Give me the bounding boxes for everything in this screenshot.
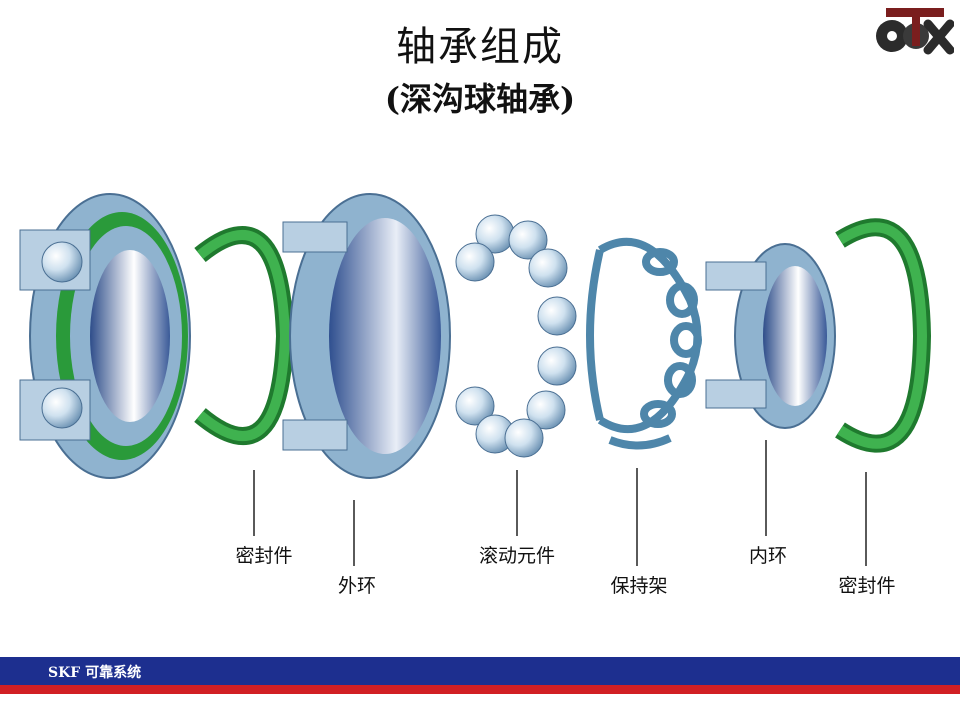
page-title: 轴承组成 <box>396 24 564 70</box>
label-seal-left: 密封件 <box>235 545 293 567</box>
page-subtitle: (深沟球轴承) <box>384 80 576 118</box>
label-cage: 保持架 <box>610 575 668 597</box>
inner-ring <box>705 243 836 429</box>
label-rolling-elements: 滚动元件 <box>478 545 556 567</box>
footer-bar <box>0 657 960 685</box>
company-logo <box>876 8 954 55</box>
label-outer-ring: 外环 <box>337 575 377 597</box>
footer-stripe <box>0 685 960 694</box>
cage <box>586 237 702 450</box>
leader-lines <box>253 440 867 566</box>
footer-text: SKF 可靠系统 <box>48 665 142 681</box>
right-seal <box>835 218 932 453</box>
left-seal <box>194 226 295 445</box>
outer-ring <box>282 193 451 479</box>
label-seal-right: 密封件 <box>838 575 896 597</box>
assembled-bearing <box>19 193 191 479</box>
ball-set <box>455 214 577 458</box>
label-inner-ring: 内环 <box>748 545 788 567</box>
